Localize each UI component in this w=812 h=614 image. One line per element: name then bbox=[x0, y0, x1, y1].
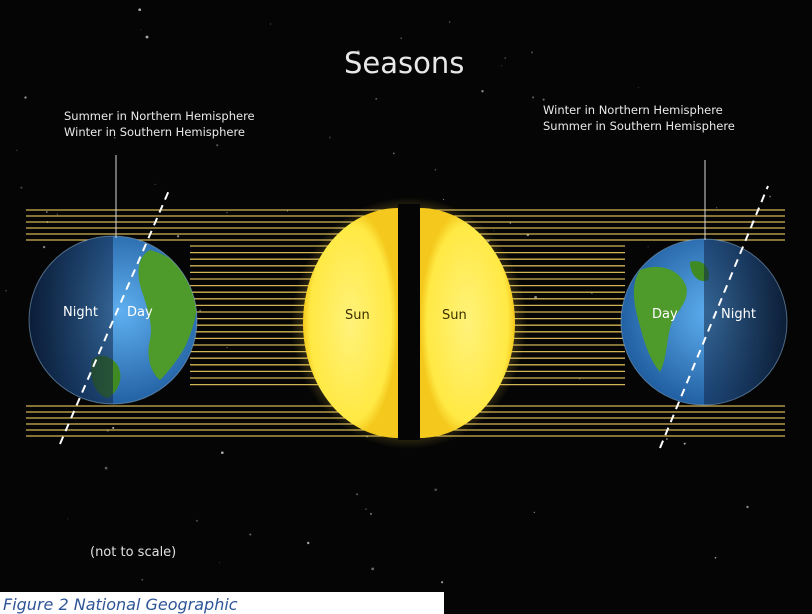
sun-right-half bbox=[420, 208, 515, 438]
sun-label-right: Sun bbox=[442, 308, 467, 323]
diagram-title: Seasons bbox=[344, 46, 464, 80]
star bbox=[104, 466, 108, 470]
star bbox=[534, 295, 537, 299]
star bbox=[141, 578, 144, 581]
day-label-left: Day bbox=[127, 305, 153, 320]
earth-northern-summer: Night Day bbox=[28, 155, 198, 445]
star bbox=[56, 213, 58, 215]
sun-label-left: Sun bbox=[345, 308, 370, 323]
right-caption-line1: Winter in Northern Hemisphere bbox=[543, 103, 723, 117]
star bbox=[270, 23, 271, 25]
star bbox=[542, 98, 545, 101]
night-label-left: Night bbox=[63, 305, 98, 320]
day-label-right: Day bbox=[652, 307, 678, 322]
star bbox=[356, 493, 358, 496]
star bbox=[176, 235, 180, 238]
star bbox=[42, 245, 46, 249]
star bbox=[434, 169, 437, 171]
star bbox=[434, 488, 438, 492]
star bbox=[5, 289, 7, 292]
star bbox=[306, 541, 310, 545]
star bbox=[24, 96, 27, 99]
star bbox=[371, 567, 375, 571]
star bbox=[226, 211, 228, 214]
star bbox=[226, 346, 228, 349]
scale-note: (not to scale) bbox=[90, 545, 176, 560]
left-caption-line2: Winter in Southern Hemisphere bbox=[64, 125, 245, 139]
star bbox=[145, 35, 149, 39]
night-label-right: Night bbox=[721, 307, 756, 322]
star bbox=[501, 65, 503, 67]
star bbox=[637, 86, 639, 88]
star bbox=[286, 210, 288, 212]
star bbox=[218, 562, 220, 564]
star bbox=[533, 511, 535, 514]
star bbox=[683, 442, 686, 445]
star bbox=[591, 292, 593, 295]
star bbox=[392, 152, 395, 155]
sun-divider bbox=[398, 204, 420, 440]
star bbox=[400, 37, 402, 39]
star bbox=[448, 21, 451, 23]
star bbox=[665, 438, 668, 440]
north-america-land bbox=[138, 250, 197, 380]
star bbox=[195, 519, 198, 522]
star bbox=[113, 136, 116, 139]
star bbox=[493, 230, 495, 232]
star bbox=[443, 199, 445, 201]
star bbox=[249, 533, 252, 536]
star bbox=[215, 144, 219, 147]
star bbox=[769, 195, 771, 198]
star bbox=[531, 96, 535, 99]
star bbox=[504, 57, 507, 59]
earth-axis bbox=[59, 187, 171, 445]
star bbox=[647, 246, 649, 248]
sun-left-half bbox=[303, 208, 398, 438]
star bbox=[46, 211, 48, 213]
star bbox=[441, 581, 444, 584]
star bbox=[16, 149, 18, 151]
star bbox=[356, 50, 360, 54]
right-caption-line2: Summer in Southern Hemisphere bbox=[543, 119, 735, 133]
figure-caption: Figure 2 National Geographic bbox=[0, 592, 444, 614]
star bbox=[481, 90, 484, 93]
star bbox=[199, 309, 202, 312]
star bbox=[715, 207, 718, 209]
star bbox=[375, 97, 378, 100]
star bbox=[20, 186, 23, 189]
star bbox=[746, 505, 749, 509]
left-caption-line1: Summer in Northern Hemisphere bbox=[64, 109, 255, 123]
earth-axis-right bbox=[659, 185, 769, 449]
star bbox=[531, 51, 533, 54]
star bbox=[329, 136, 331, 139]
star bbox=[112, 426, 115, 429]
star bbox=[154, 183, 156, 185]
star bbox=[714, 556, 717, 559]
star bbox=[369, 512, 373, 515]
star bbox=[140, 29, 142, 31]
star bbox=[67, 518, 69, 520]
star bbox=[138, 8, 142, 12]
star bbox=[365, 508, 367, 510]
south-america-land bbox=[633, 266, 687, 372]
sun bbox=[291, 197, 527, 449]
star bbox=[220, 451, 224, 455]
star bbox=[669, 110, 671, 113]
